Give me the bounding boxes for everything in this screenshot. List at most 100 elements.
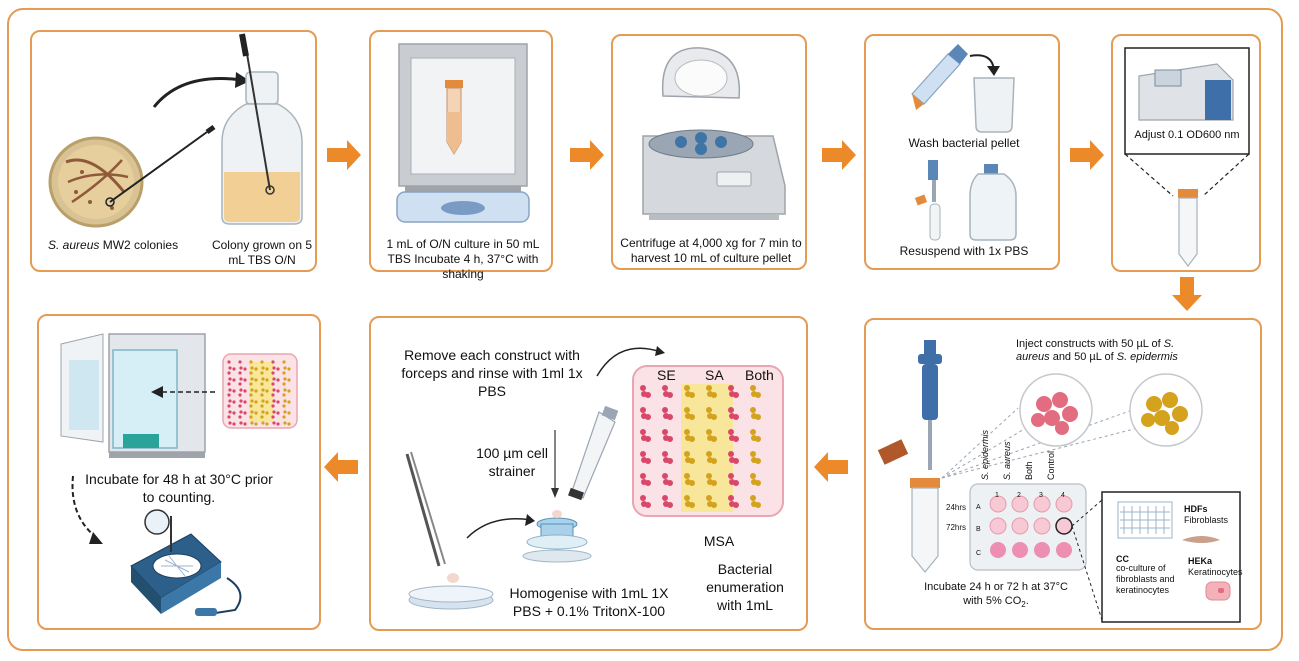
colony-dot [751,391,757,397]
culture-label: 1 mL of O/N culture in 50 mL TBS Incubat… [386,237,540,281]
colony-dot [641,501,647,507]
colony-dot [707,413,713,419]
count-label: Incubate for 48 h at 30°C prior to count… [85,471,273,505]
colony-dot [684,473,690,479]
colony-dot [232,422,236,426]
colony-dot [663,435,669,441]
panel-harvest: Remove each construct with forceps and r… [369,316,808,631]
colony-dot [239,399,243,403]
colony-dot [239,410,243,414]
inject-label: Inject constructs with 50 µL of S. aureu… [1016,338,1178,363]
colony-dot [685,457,691,463]
colony-dot [684,429,690,435]
colony-dot [287,411,291,415]
colony-dot [707,457,713,463]
colony-dot [685,479,691,485]
colony-dot [271,393,275,397]
colony-dot [271,404,275,408]
colony-dot [238,393,242,397]
colony-dot [283,399,287,403]
colony-dot [728,407,734,413]
incubator-shaker-illustration [396,43,530,223]
heka-sub: Keratinocytes [1188,567,1243,577]
panel-count: Incubate for 48 h at 30°C prior to count… [37,314,321,630]
colony-dot [706,429,712,435]
colony-dot [250,421,254,425]
well-col-num: 3 [1039,492,1043,499]
colony-dot [640,495,646,501]
colony-dot [243,400,247,404]
arrow-right-icon [327,140,361,170]
colony-dot [640,385,646,391]
strainer-label: 100 µm cell strainer [476,445,548,479]
colony-dot [239,421,243,425]
colony-dot [751,413,757,419]
colony-dot [685,435,691,441]
spectrophotometer-illustration [1124,47,1250,267]
colony-dot [249,382,253,386]
colony-dot [750,429,756,435]
well-row-label: C [976,550,982,557]
colony-dot [254,367,258,371]
arrow-down-icon [1172,277,1202,311]
enumeration-label: Bacterial enumeration with 1mL [706,561,784,613]
colony-dot [250,388,254,392]
colony-dot [276,367,280,371]
colony-dot [729,501,735,507]
colony-dot [238,382,242,386]
colony-dot [283,366,287,370]
colony-dot [254,422,258,426]
colony-dot [684,451,690,457]
harvest-illustration [405,346,784,610]
colony-dot [238,404,242,408]
panel-colonies: S. aureus MW2 colonies Colony grown on 5… [30,30,317,272]
colony-dot [282,371,286,375]
colony-dot [272,366,276,370]
cc-sub: co-culture of fibroblasts and keratinocy… [1116,563,1175,595]
colony-dot [276,389,280,393]
plate-col-label: S. epidermis [980,429,990,480]
colony-dot [662,451,668,457]
colony-dot [641,479,647,485]
arrow-right-icon [822,140,856,170]
colony-dot [283,388,287,392]
colony-dot [261,399,265,403]
colony-dot [640,451,646,457]
centrifuge-illustration [642,47,786,220]
colony-dot [238,415,242,419]
well-col-num: 4 [1061,492,1065,499]
panel-culture: 1 mL of O/N culture in 50 mL TBS Incubat… [369,30,553,281]
colony-dot [283,377,287,381]
colony-dot [243,378,247,382]
panel-inject: Inject constructs with 50 µL of S. aureu… [864,318,1262,630]
panel-centrifuge: Centrifuge at 4,000 xg for 7 min to harv… [611,34,807,270]
plate-col-label: S. aureus [1002,441,1012,480]
colony-dot [271,382,275,386]
arrow-left-icon [814,452,848,482]
colony-dot [750,451,756,457]
colony-dot [261,410,265,414]
colony-dot [261,388,265,392]
colony-dot [287,389,291,393]
colony-dot [283,421,287,425]
colony-dot [260,371,264,375]
colony-dot [260,415,264,419]
colony-dot [265,378,269,382]
outer-frame [7,8,1283,651]
colony-dot [271,415,275,419]
resuspend-label: Resuspend with 1x PBS [899,244,1029,258]
plate-col-label: Control [1046,450,1056,480]
colony-dot [272,410,276,414]
colony-dot [272,421,276,425]
colony-dot [728,473,734,479]
colony-dot [260,360,264,364]
colony-dot [249,371,253,375]
colonies-label: S. aureus MW2 colonies [48,238,179,252]
well-col-num: 2 [1017,492,1021,499]
colony-dot [261,377,265,381]
colony-dot [239,388,243,392]
colony-dot [228,421,232,425]
colony-dot [239,377,243,381]
colony-dot [662,407,668,413]
